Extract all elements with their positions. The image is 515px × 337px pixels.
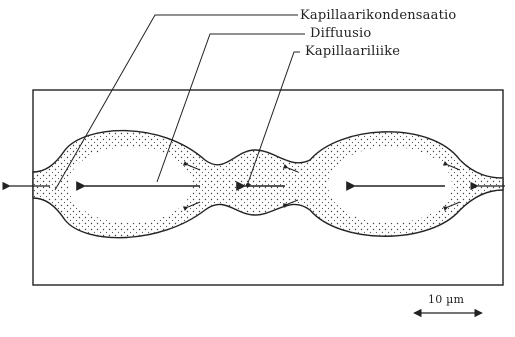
label-capillary-motion: Kapillaariliike xyxy=(305,45,400,58)
vapour-cavity-left xyxy=(68,147,192,223)
scale-bar-label: 10 µm xyxy=(428,294,464,305)
label-capillary-condensation: Kapillaarikondensaatio xyxy=(300,9,456,22)
vapour-cavity-right xyxy=(328,147,452,223)
leader-dot xyxy=(246,183,250,187)
label-diffusion: Diffuusio xyxy=(310,27,371,40)
